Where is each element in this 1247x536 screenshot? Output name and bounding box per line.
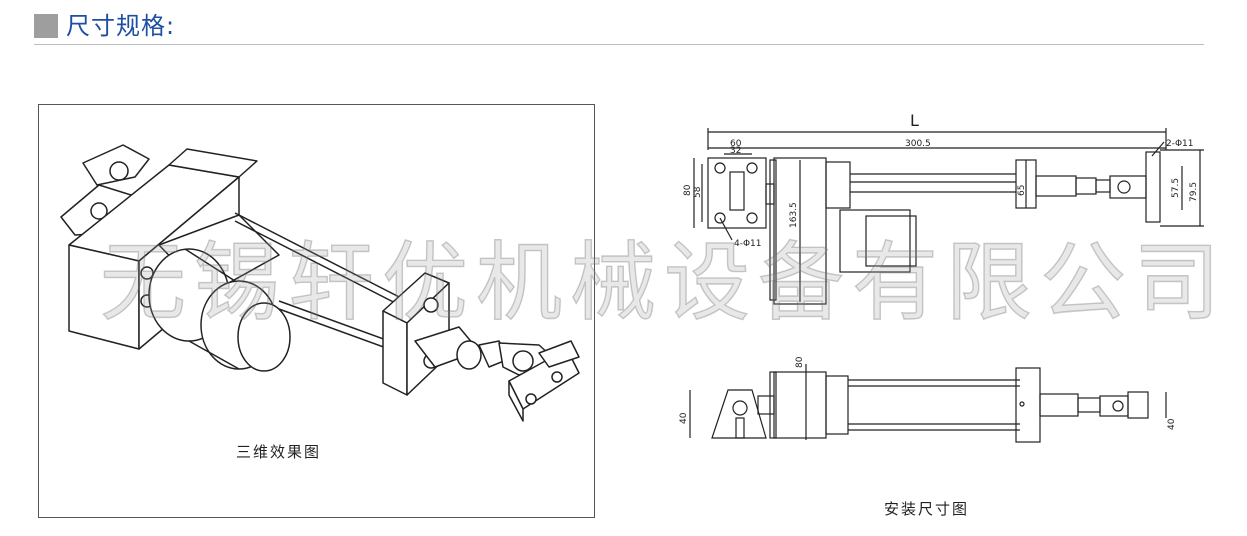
dim-label-79-5: 79.5: [1189, 182, 1199, 202]
header-divider: [34, 44, 1204, 45]
installation-drawing-caption: 安装尺寸图: [884, 500, 970, 518]
dim-label-32: 32: [730, 146, 741, 156]
actuator-3d-illustration: [60, 144, 580, 422]
dim-label-80-side: 80: [795, 356, 805, 368]
dim-label-L: L: [910, 111, 919, 130]
dim-label-60: 60: [730, 139, 742, 149]
dim-label-40-right: 40: [1167, 418, 1177, 430]
section-marker-icon: [34, 14, 58, 38]
section-title: 尺寸规格:: [66, 12, 176, 40]
dim-label-80: 80: [683, 184, 693, 196]
dim-label-65: 65: [1017, 185, 1027, 196]
dim-label-58: 58: [693, 186, 703, 198]
dim-label-163-5: 163.5: [789, 202, 799, 228]
dim-label-300-5: 300.5: [905, 139, 931, 149]
3d-view-panel: 三维效果图: [38, 104, 595, 518]
dim-label-2-phi11: 2-Φ11: [1166, 139, 1194, 149]
3d-view-caption: 三维效果图: [236, 443, 322, 461]
section-header: 尺寸规格:: [34, 10, 1204, 46]
dim-label-4-phi11: 4-Φ11: [734, 239, 762, 249]
dim-label-40-left: 40: [679, 412, 689, 424]
dim-label-57-5: 57.5: [1171, 178, 1181, 198]
